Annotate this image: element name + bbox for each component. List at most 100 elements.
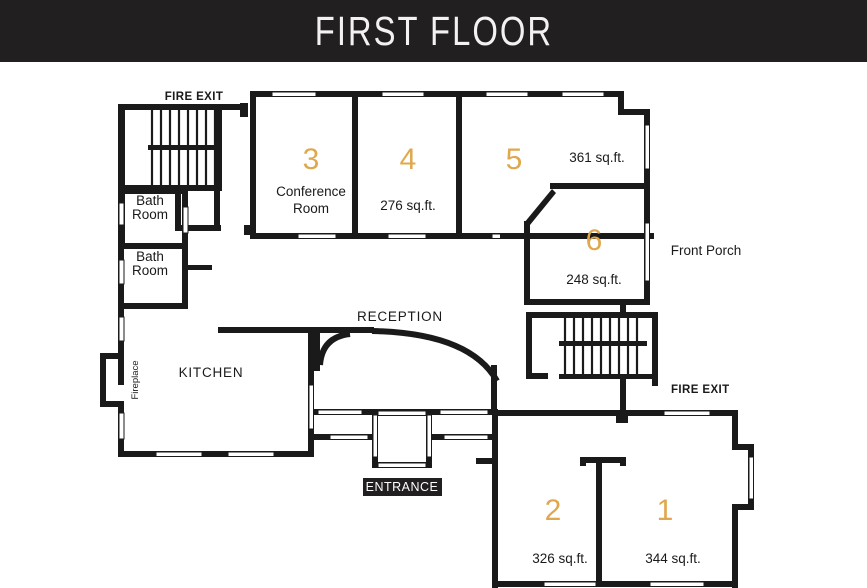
room2-top-wall [492, 410, 622, 416]
reception-top-left-wall [314, 327, 374, 333]
room-4-number: 4 [400, 143, 417, 176]
room5-top-window-b [561, 91, 605, 97]
room3-top-window [271, 91, 317, 97]
room5-jog-wall [618, 109, 650, 115]
bath-room-1-label-line2: Room [132, 207, 168, 222]
room5-right-window [644, 124, 650, 170]
vestibule-bottom-opening [377, 462, 427, 468]
stair-stub-c [175, 225, 221, 231]
room5-top-window-a [485, 91, 529, 97]
front-porch-label: Front Porch [671, 243, 742, 258]
room1-bay-window [748, 456, 754, 500]
room6-left-wall [524, 221, 530, 303]
room-5-area: 361 sq.ft. [569, 150, 625, 165]
room4-right-wall [456, 91, 462, 239]
stair2-landing [526, 373, 548, 379]
room-1-area: 344 sq.ft. [645, 551, 701, 566]
fireplace-inner-wall [118, 357, 124, 385]
bath1-window [118, 202, 125, 226]
room-5-walls [456, 91, 654, 239]
floor-plan-svg: FIRE EXIT Bath Room Bath Room [100, 91, 754, 588]
room-3-name-line2: Room [293, 201, 329, 216]
stair2-left-wall [526, 312, 532, 374]
room-3-walls [244, 91, 358, 239]
fireplace-label: Fireplace [130, 360, 141, 399]
room-6-number: 6 [586, 224, 603, 257]
room-2-number: 2 [545, 494, 562, 527]
bath-room-2-label-line2: Room [132, 263, 168, 278]
stair-block-top [118, 103, 248, 244]
stair-top-wall [118, 104, 244, 110]
rooms-partition-head [580, 457, 626, 463]
reception-left-wall [314, 331, 320, 371]
room6-angled-wall [524, 189, 556, 225]
stair2-bottom-rail [559, 374, 657, 379]
kitchen-window-lower [118, 412, 125, 440]
stair-stub-a [175, 185, 181, 230]
reception-main-arc [371, 328, 500, 383]
kitchen-window-upper [118, 316, 125, 342]
room-6-area: 248 sq.ft. [566, 272, 622, 287]
room2-bottom-window [543, 581, 597, 587]
reception-right-wall [491, 365, 497, 411]
room3-right-wall [352, 91, 358, 239]
kitchen-window-b2 [227, 451, 275, 457]
bath-room-1-label-line1: Bath [136, 193, 164, 208]
room1-bay-bottom [732, 504, 754, 510]
fireplace-bottom-wall [100, 401, 124, 407]
bath2-bottom-wall [118, 303, 188, 309]
bath2-right-wall [182, 247, 188, 309]
kitchen-label: KITCHEN [179, 365, 244, 380]
fireplace-left-wall [100, 353, 106, 407]
room6-right-window [644, 222, 650, 282]
fireplace-top-wall [100, 353, 124, 359]
reception-opening-a [317, 409, 363, 415]
room6-top-wall [550, 183, 650, 189]
rooms-partition-jamb-l [580, 457, 586, 466]
stair-stub-b [214, 185, 220, 230]
room5-right-wall-upper [618, 91, 624, 115]
room6-bottom-wall [524, 299, 650, 305]
room1-right-wall-b [732, 504, 738, 588]
room-1-number: 1 [657, 494, 674, 527]
bath1-door [182, 206, 189, 234]
stair2-top-wall [526, 312, 658, 318]
stair-right-wall-top [216, 110, 222, 190]
room-3-name-line1: Conference [276, 184, 346, 199]
stair-landing-wall [118, 185, 222, 191]
header-divider [0, 62, 867, 65]
room-6-walls [500, 183, 650, 305]
fire-exit-leader-bottom [620, 379, 626, 417]
reception-label: RECEPTION [357, 309, 443, 324]
fire-exit-door-top [240, 103, 248, 117]
room3-left-wall [250, 91, 256, 239]
kitchen-bottom-wall [118, 451, 314, 457]
room3-corner-jamb [244, 225, 254, 235]
room1-bay-top [732, 444, 754, 450]
room1-right-wall-a [732, 410, 738, 450]
kitchen-walls [100, 305, 318, 457]
reception-corner-arc [317, 331, 351, 366]
room5-bottom-wall [456, 233, 654, 239]
stair2-handrail [559, 341, 647, 346]
room5-top-wall [456, 91, 624, 97]
rooms-1-2-walls [476, 410, 754, 588]
room1-top-window [663, 410, 711, 416]
stair2-right-wall [652, 312, 658, 386]
stair-treads-bottom [563, 318, 639, 378]
room6-entry-stub [500, 233, 526, 239]
entrance-badge [363, 478, 442, 496]
page-header: FIRST FLOOR [0, 0, 867, 62]
reception-opening-b [439, 409, 489, 415]
page-title: FIRST FLOOR [314, 7, 553, 54]
kitchen-window-b1 [155, 451, 203, 457]
room-2-area: 326 sq.ft. [532, 551, 588, 566]
bath-room-2-label-line1: Bath [136, 249, 164, 264]
bath1-top-wall [118, 189, 188, 194]
kitchen-top-wall [218, 327, 318, 333]
fire-exit-label-top: FIRE EXIT [165, 91, 224, 103]
room2-left-stub [476, 458, 494, 464]
vestibule-right-opening [426, 414, 432, 458]
rooms-bottom-wall [492, 581, 738, 587]
